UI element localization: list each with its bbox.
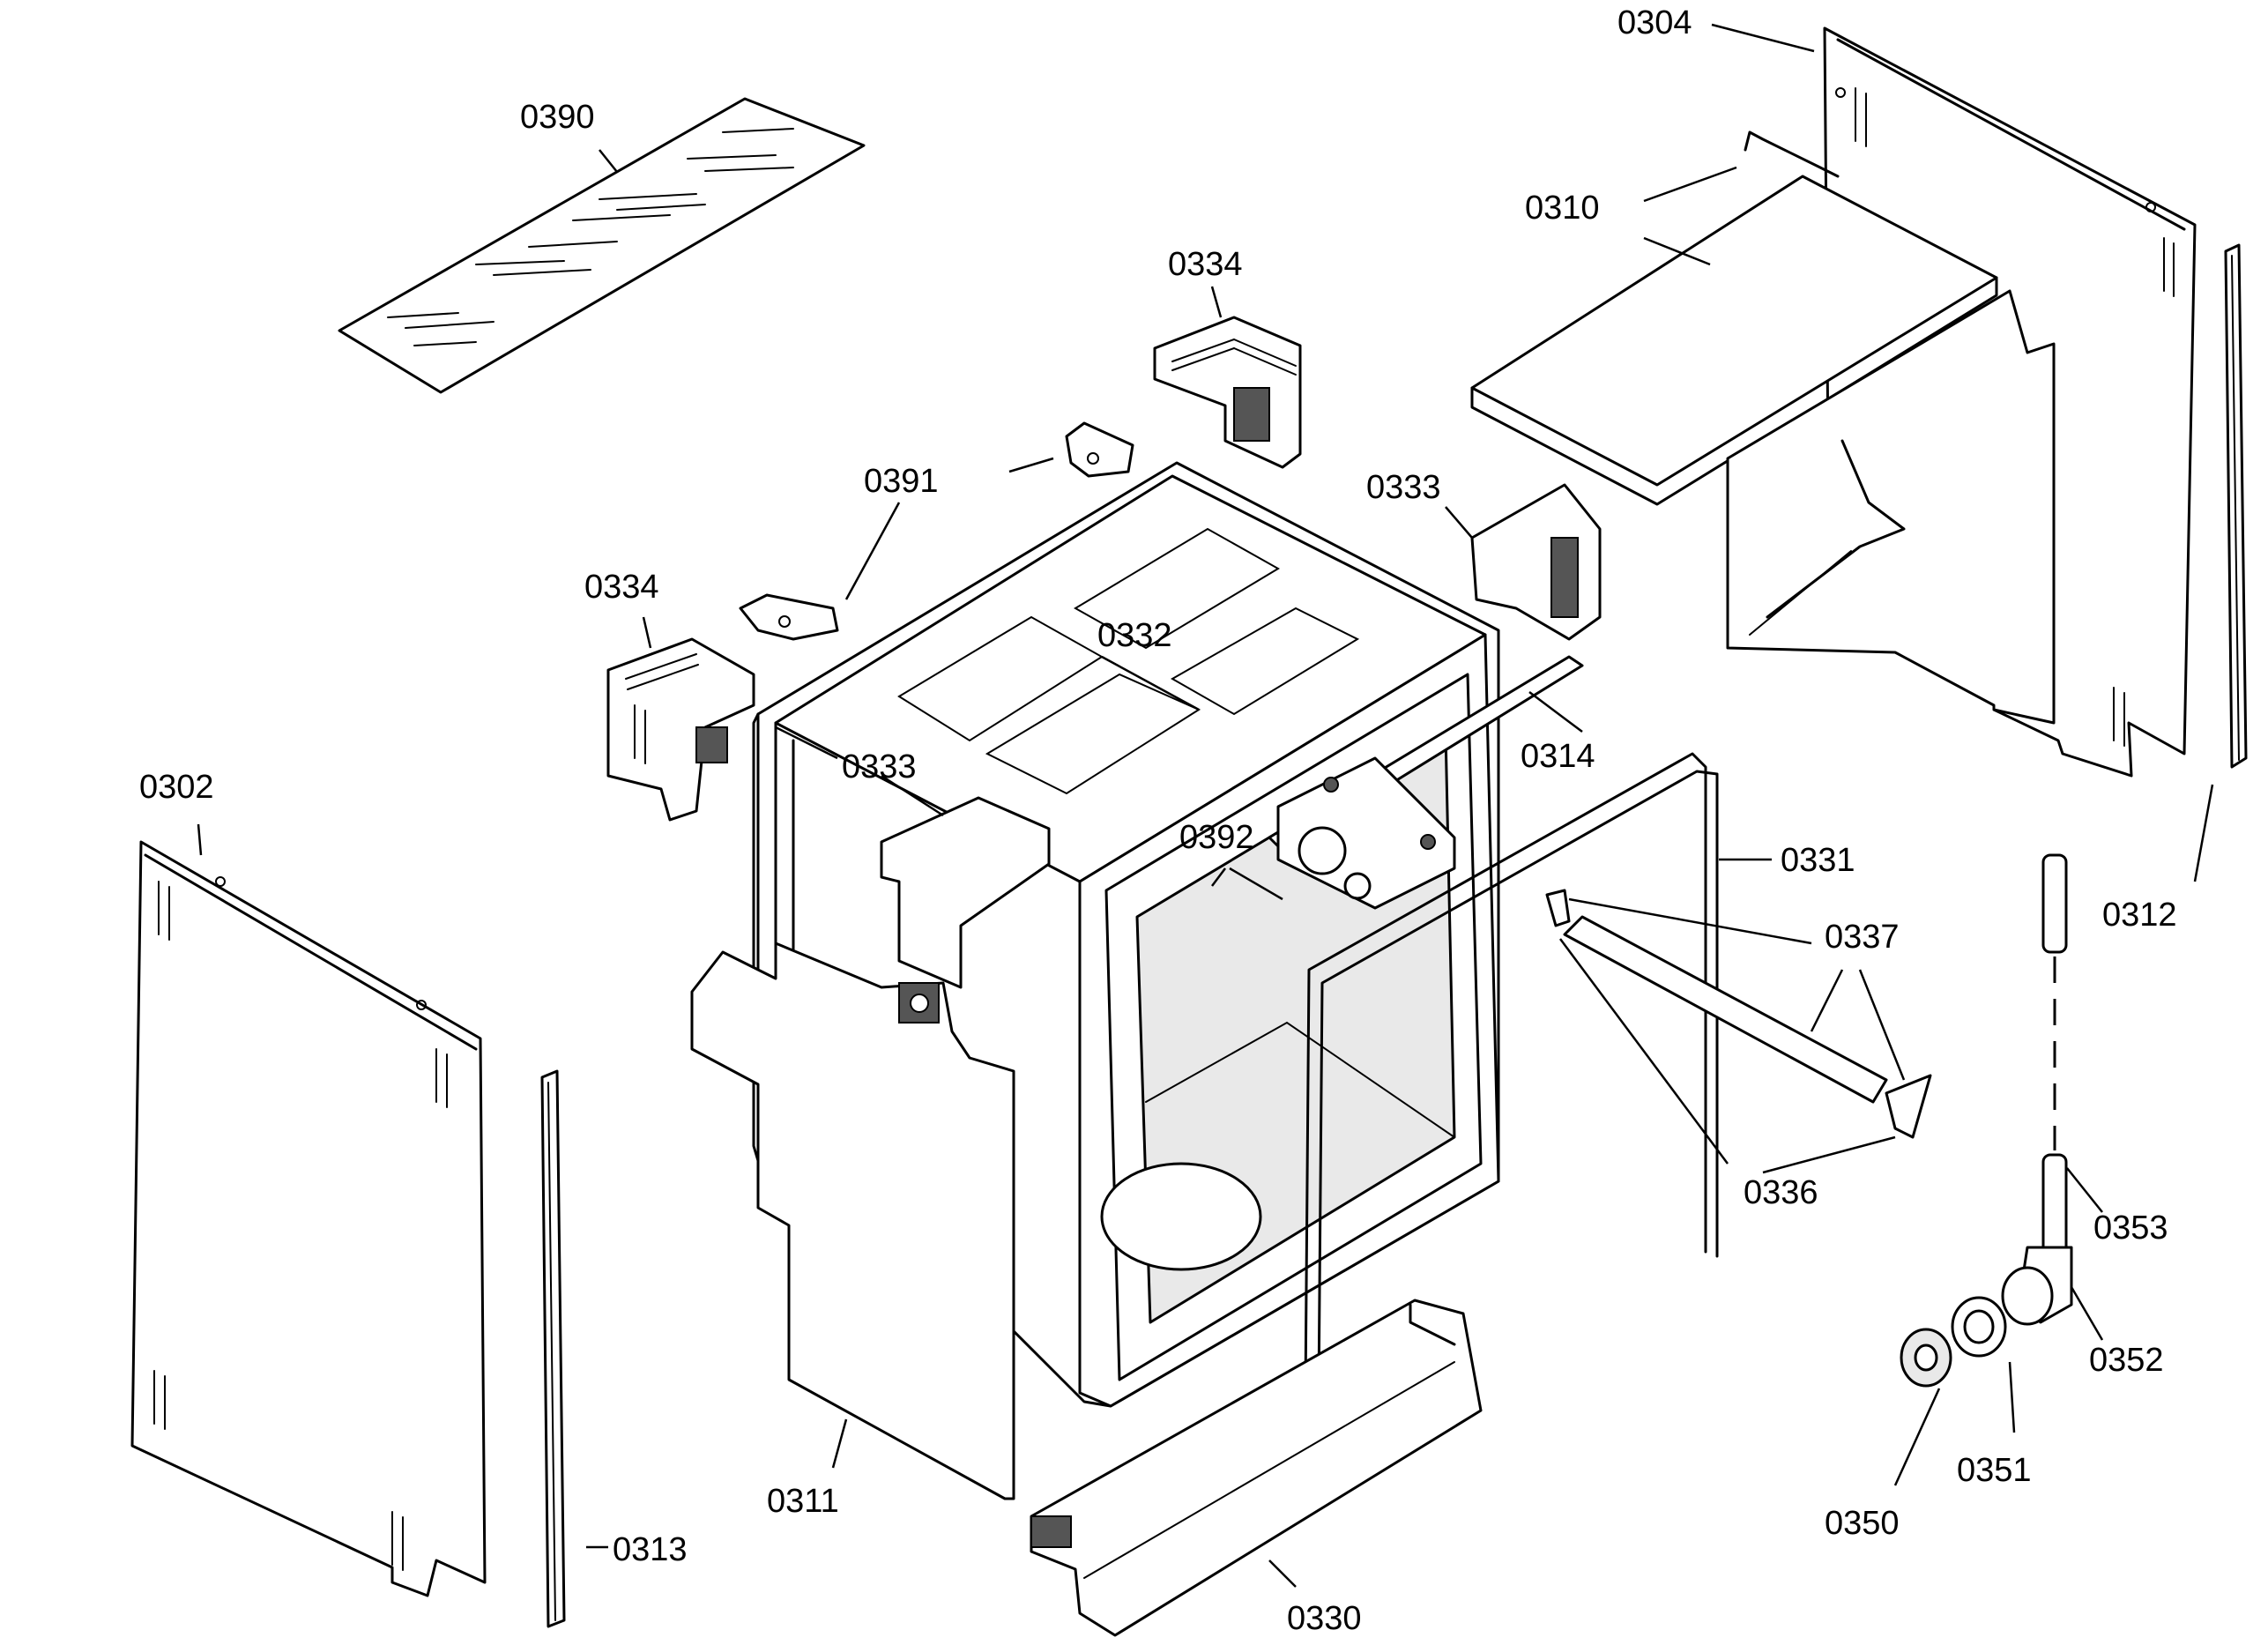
part-labels: 0304 0390 0310 0334 0333 0391 0334 0332 …	[139, 4, 2177, 1637]
part-0311-front-panel[interactable]	[690, 942, 1015, 1500]
label-0314: 0314	[1521, 738, 1595, 775]
label-0304: 0304	[1617, 4, 1692, 41]
label-0352: 0352	[2089, 1342, 2164, 1379]
part-0310-top-cover[interactable]	[1470, 130, 2056, 725]
label-0350: 0350	[1825, 1505, 1900, 1542]
label-0391: 0391	[864, 463, 939, 500]
label-0302: 0302	[139, 769, 214, 806]
label-0312: 0312	[2102, 897, 2177, 934]
label-0392: 0392	[1179, 819, 1254, 856]
label-0311: 0311	[767, 1483, 839, 1520]
part-0302-left-side-panel[interactable]	[130, 840, 487, 1597]
label-0330: 0330	[1287, 1600, 1362, 1637]
label-0334-left: 0334	[584, 569, 659, 606]
label-0331: 0331	[1781, 842, 1855, 879]
label-0310: 0310	[1525, 190, 1600, 227]
part-0390-top-plate[interactable]	[338, 97, 866, 394]
part-0333-left-bracket[interactable]	[880, 796, 1051, 1023]
label-0353: 0353	[2093, 1210, 2168, 1247]
label-0333-left: 0333	[842, 748, 917, 785]
part-0333-right-bracket[interactable]	[1470, 483, 1602, 641]
part-0313-left-trim-strip[interactable]	[540, 1069, 566, 1628]
part-0392-fitting[interactable]	[1276, 756, 1456, 910]
part-0391-hinge-bracket-upper[interactable]	[1065, 421, 1134, 478]
part-0353-hose[interactable]	[2041, 853, 2068, 1258]
part-0330-bottom-plinth[interactable]	[1030, 1299, 1483, 1637]
leader-lines	[197, 23, 2214, 1588]
label-0337: 0337	[1825, 919, 1900, 956]
part-0334-left-bracket[interactable]	[606, 637, 755, 822]
label-0390: 0390	[520, 99, 595, 136]
label-0334-right: 0334	[1168, 246, 1243, 283]
part-0350-cap[interactable]	[1900, 1328, 1952, 1388]
part-0331-door-seal[interactable]	[1303, 752, 1719, 1500]
label-0336: 0336	[1744, 1174, 1818, 1211]
label-0313: 0313	[613, 1531, 688, 1568]
part-0391-hinge-bracket-lower[interactable]	[739, 593, 839, 641]
part-0351-ring[interactable]	[1951, 1296, 2007, 1358]
label-0333-right: 0333	[1366, 469, 1441, 506]
part-0334-right-bracket[interactable]	[1153, 316, 1302, 469]
label-0332: 0332	[1097, 617, 1172, 654]
label-0351: 0351	[1957, 1452, 2032, 1489]
part-0337-lower-rail[interactable]	[1545, 889, 1932, 1139]
part-0312-right-trim-strip[interactable]	[2224, 243, 2248, 769]
part-0352-elbow[interactable]	[2001, 1246, 2073, 1326]
